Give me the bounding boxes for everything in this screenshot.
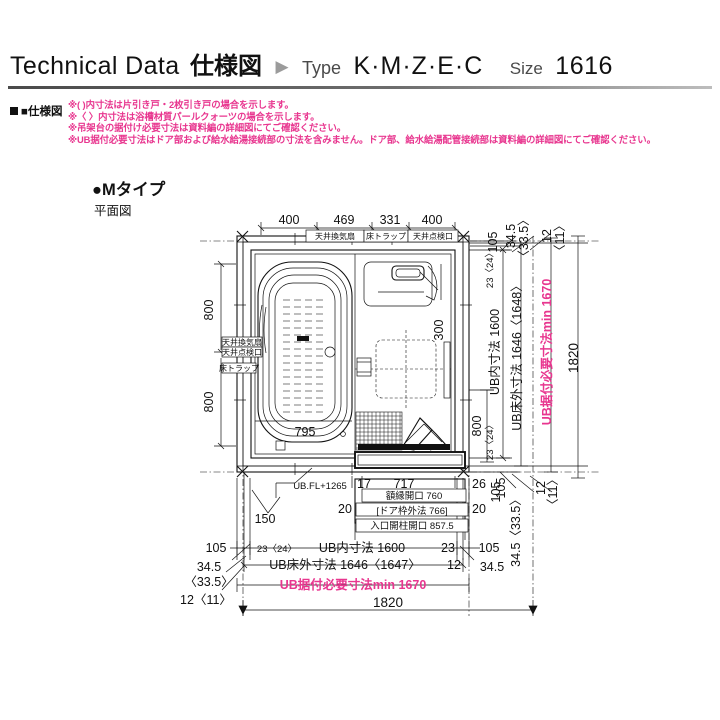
header-size-value: 1616 bbox=[555, 52, 613, 80]
spec-note-2: ※〈 〉内寸法は浴槽材質パールクォーツの場合を示します。 bbox=[68, 110, 320, 122]
bottom-right-105: 105 bbox=[479, 541, 500, 555]
bottom-dim-12: 12 bbox=[447, 558, 461, 572]
header-divider bbox=[8, 86, 712, 89]
top-dim-2-note: 天井換気扇 bbox=[315, 231, 355, 241]
right-overall-1820: 1820 bbox=[566, 343, 581, 373]
door-frame-outer: [ドア枠外法 766] bbox=[376, 505, 447, 517]
right-lower-leaders bbox=[469, 471, 553, 493]
spec-notes-list: ※( )内寸法は片引き戸・2枚引き戸の場合を示します。 ※〈 〉内寸法は浴槽材質… bbox=[68, 99, 656, 145]
top-dim-2-value: 469 bbox=[334, 213, 355, 227]
top-right-105: 105 bbox=[486, 232, 500, 253]
top-right-34-5: 34.5 bbox=[504, 224, 518, 248]
spec-note-4: ※UB据付必要寸法はドア部および給水給湯接続部の寸法を含みません。ドア部、給水給… bbox=[68, 133, 656, 145]
plan-type-heading: ●Mタイプ bbox=[92, 181, 166, 199]
door-dim-105: 105 bbox=[494, 478, 508, 499]
left-label-boxes bbox=[221, 336, 263, 374]
bathtub bbox=[255, 261, 353, 451]
top-dim-3-note: 床トラップ bbox=[366, 231, 406, 241]
spec-note-1: ※( )内寸法は片引き戸・2枚引き戸の場合を示します。 bbox=[68, 99, 294, 110]
column-marks bbox=[236, 230, 470, 478]
door-ub-fl: UB.FL+1265 bbox=[293, 481, 347, 492]
door-dim-20-right: 20 bbox=[472, 502, 486, 516]
bottom-gap-left: 23〈24〉 bbox=[257, 544, 297, 555]
left-label-fan: 天井換気扇 bbox=[222, 337, 262, 347]
bottom-gap-right: 23 bbox=[441, 541, 455, 555]
door-detail-lines bbox=[236, 467, 470, 560]
right-ub-floor-outer: UB床外寸法 1646〈1648〉 bbox=[510, 279, 524, 430]
bottom-ub-install: UB据付必要寸法min 1670 bbox=[280, 577, 427, 592]
bottom-overall-1820: 1820 bbox=[373, 595, 403, 610]
header-type-label: Type bbox=[302, 58, 342, 78]
bottom-dimension-lines bbox=[221, 541, 538, 616]
square-bullet-icon bbox=[10, 107, 18, 115]
tub-width-dim: 795 bbox=[295, 425, 316, 439]
bottom-ub-floor-outer: UB床外寸法 1646〈1647〉 bbox=[269, 558, 420, 572]
header-size-label: Size bbox=[509, 59, 543, 78]
top-dim-4-note: 天井点検口 bbox=[413, 231, 453, 241]
header-title-jp: 仕様図 bbox=[190, 53, 263, 80]
bottom-ub-inner: UB内寸法 1600 bbox=[319, 541, 405, 555]
top-right-11: 〈11〉 bbox=[553, 219, 567, 257]
header-technical-label: Technical Data bbox=[10, 52, 180, 80]
top-right-12: 12 bbox=[540, 229, 554, 243]
bottom-left-12-11: 12〈11〉 bbox=[180, 593, 232, 607]
top-right-leaders bbox=[470, 233, 551, 253]
right-gap-top: 23〈24〉 bbox=[485, 248, 496, 288]
shower-dim-label: 300 bbox=[432, 320, 446, 341]
right-dimension-lines bbox=[469, 235, 588, 479]
left-label-trap: 床トラップ bbox=[219, 363, 259, 373]
spec-note-3: ※吊架台の据付け必要寸法は資料編の詳細図にてご確認ください。 bbox=[68, 122, 346, 134]
top-right-33-5: 〈33.5〉 bbox=[517, 213, 531, 262]
door-hatch bbox=[355, 411, 403, 451]
top-dim-note-boxes bbox=[305, 229, 459, 243]
right-lower-12: 12 bbox=[534, 481, 548, 495]
left-label-inspection: 天井点検口 bbox=[222, 347, 262, 357]
door-entry-graphic bbox=[354, 411, 466, 469]
door-dim-20-left: 20 bbox=[338, 502, 352, 516]
top-dim-3-value: 331 bbox=[380, 213, 401, 227]
right-ub-install: UB据付必要寸法min 1670 bbox=[539, 279, 554, 426]
right-gap-bottom: 23〈24〉 bbox=[485, 420, 496, 460]
header-type-codes: K·M·Z·E·C bbox=[353, 52, 484, 80]
spec-section-marker: ■仕様図 bbox=[10, 103, 62, 119]
floor-drain-zone bbox=[355, 330, 451, 410]
bottom-left-105: 105 bbox=[206, 541, 227, 555]
right-lower-105: 105 bbox=[489, 482, 503, 503]
plan-view-label: 平面図 bbox=[94, 204, 132, 218]
door-dim-17: 17 bbox=[357, 477, 371, 491]
door-dim-150: 150 bbox=[255, 512, 276, 526]
right-ub-inner: UB内寸法 1600 bbox=[488, 309, 502, 395]
bottom-left-33-5: 〈33.5〉 bbox=[184, 575, 233, 589]
bottom-right-34-5: 34.5 bbox=[480, 560, 504, 574]
door-frame-opening: 額縁開口 760 bbox=[386, 490, 443, 502]
triangle-right-icon: ▶ bbox=[275, 57, 289, 76]
door-dim-26: 26 bbox=[472, 477, 486, 491]
door-entry-post-opening: 入口開柱開口 857.5 bbox=[370, 520, 453, 532]
right-inner-800: 800 bbox=[470, 416, 484, 437]
right-lower-11: 〈11〉 bbox=[546, 473, 560, 511]
right-lower-34-5-33-5: 34.5〈33.5〉 bbox=[509, 493, 523, 567]
top-dim-1-value: 400 bbox=[279, 213, 300, 227]
left-dim-upper: 800 bbox=[202, 300, 216, 321]
bottom-left-34-5: 34.5 bbox=[197, 560, 221, 574]
left-dim-lower: 800 bbox=[202, 392, 216, 413]
door-dim-717: 717 bbox=[394, 477, 415, 491]
spec-section-label: ■仕様図 bbox=[21, 106, 63, 118]
page-header: Technical Data 仕様図 ▶ Type K·M·Z·E·C Size… bbox=[0, 46, 720, 90]
tub-texture bbox=[283, 299, 323, 413]
top-dim-4-value: 400 bbox=[422, 213, 443, 227]
washing-counter bbox=[363, 261, 439, 307]
header-title-row: Technical Data 仕様図 ▶ Type K·M·Z·E·C Size… bbox=[10, 46, 613, 81]
